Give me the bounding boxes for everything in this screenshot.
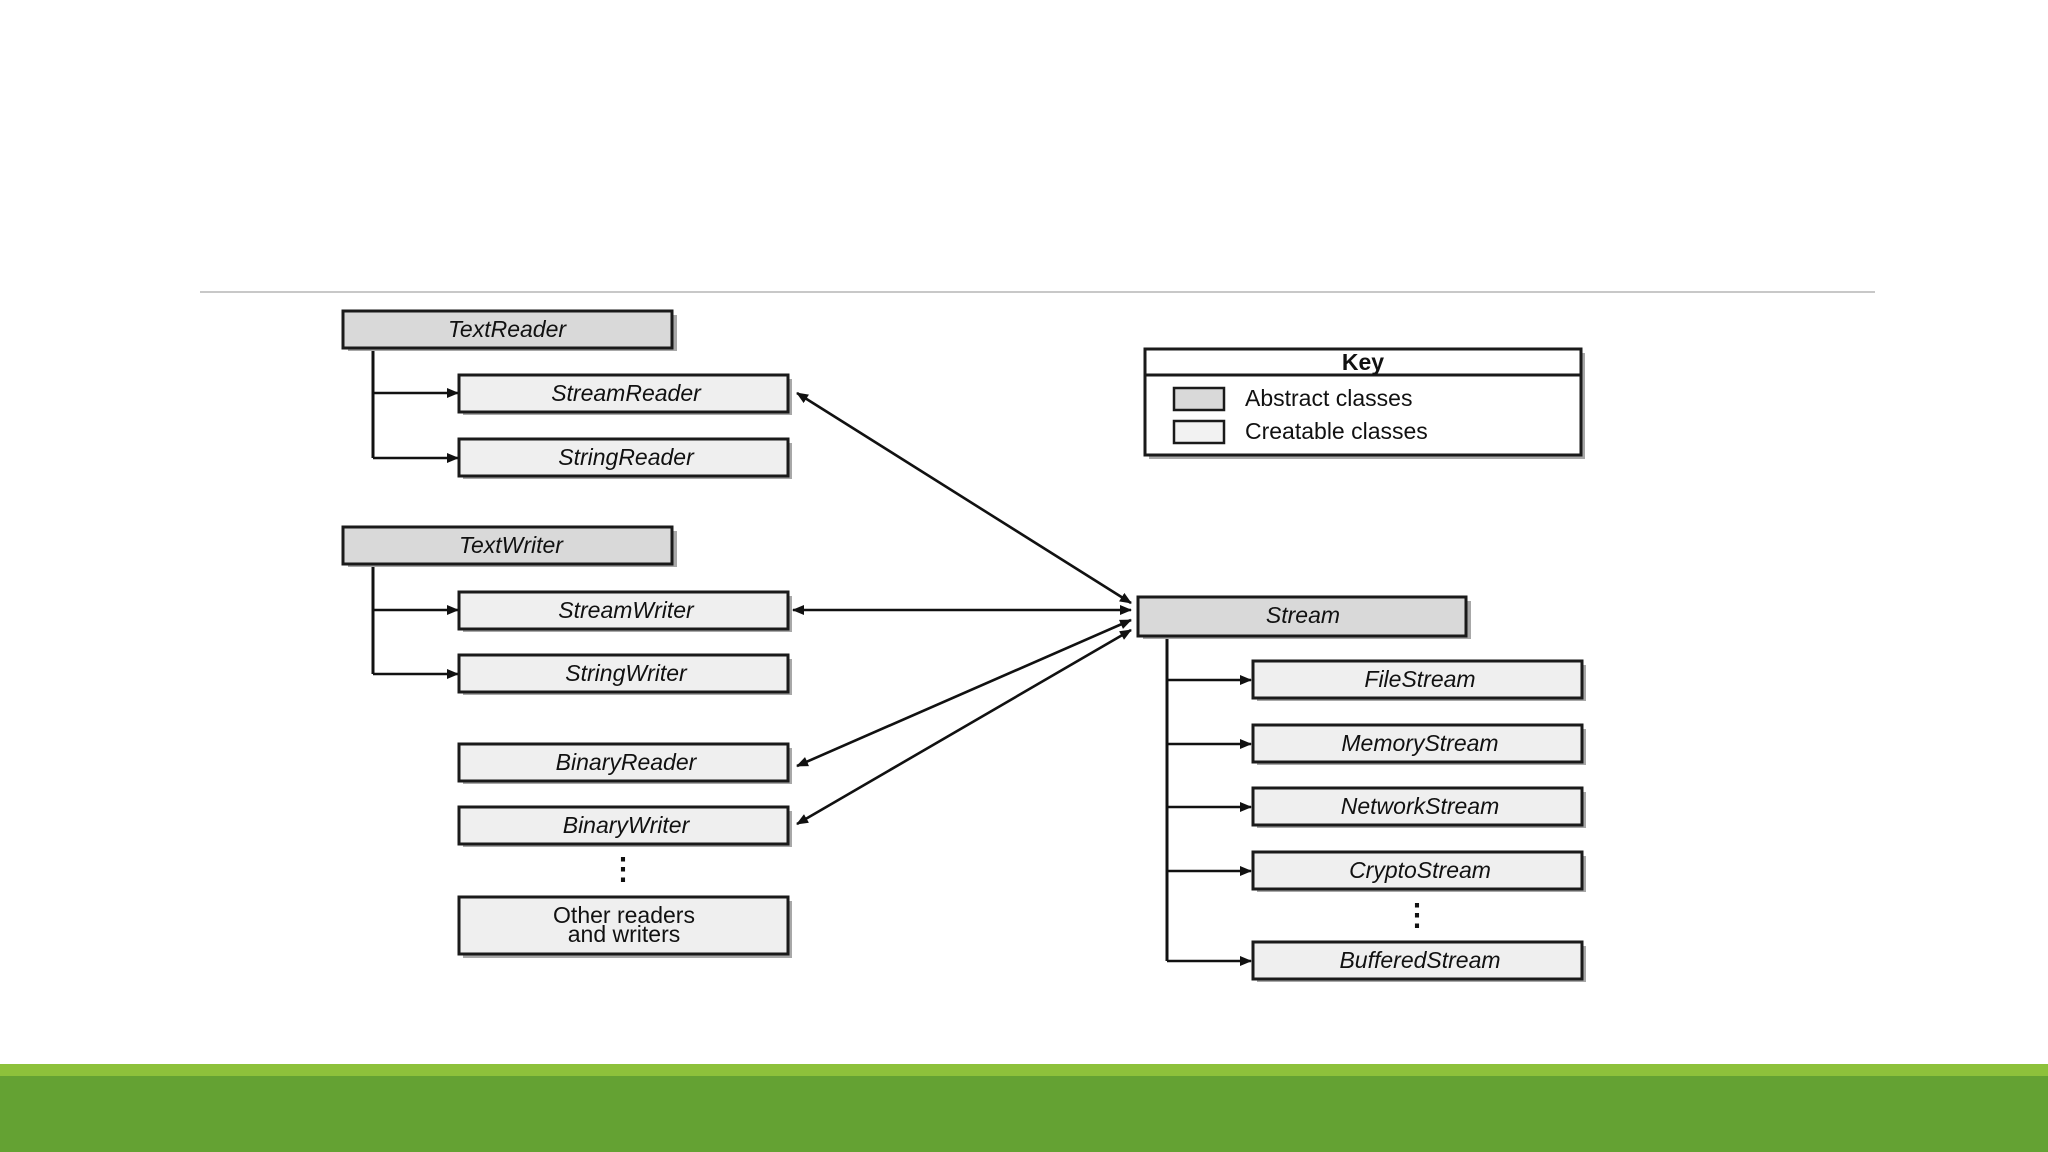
class-box-streamwriter: StreamWriter xyxy=(457,590,792,632)
class-name: NetworkStream xyxy=(1341,793,1499,819)
class-name: MemoryStream xyxy=(1341,730,1498,756)
legend-key: Key Abstract classes Creatable classes xyxy=(1143,347,1585,459)
class-box-textwriter: TextWriter xyxy=(341,525,677,567)
title-divider xyxy=(200,291,1875,293)
arrow-binarywriter-stream xyxy=(796,628,1132,826)
class-box-cryptostream: CryptoStream xyxy=(1251,850,1586,892)
class-box-memorystream: MemoryStream xyxy=(1251,723,1586,765)
class-box-stringwriter: StringWriter xyxy=(457,653,792,695)
arrow-streamreader-stream xyxy=(796,391,1132,605)
class-name: StreamWriter xyxy=(558,597,695,623)
other-label-line2: and writers xyxy=(568,921,680,947)
stream-association-arrows xyxy=(792,391,1132,826)
other-label-line1: Other readers xyxy=(553,902,695,928)
class-name: CryptoStream xyxy=(1349,857,1491,883)
class-name: TextReader xyxy=(448,316,567,342)
class-name: BufferedStream xyxy=(1339,947,1500,973)
class-name: BinaryReader xyxy=(556,749,698,775)
class-name: BinaryWriter xyxy=(563,812,691,838)
textwriter-tree-connectors xyxy=(371,566,459,679)
readers-ellipsis: ⋮ xyxy=(608,853,638,886)
legend-label-abstract: Abstract classes xyxy=(1245,385,1412,411)
legend-swatch-creatable xyxy=(1172,419,1226,445)
legend-label-creatable: Creatable classes xyxy=(1245,418,1428,444)
class-box-textreader: TextReader xyxy=(341,309,677,351)
class-name: Stream xyxy=(1266,602,1340,628)
textreader-tree-connectors xyxy=(371,350,459,463)
class-box-stringreader: StringReader xyxy=(457,437,792,479)
class-box-binaryreader: BinaryReader xyxy=(457,742,792,784)
class-box-other-readers-writers: Other readers and writers xyxy=(457,895,792,958)
class-name: StringWriter xyxy=(565,660,688,686)
class-box-bufferedstream: BufferedStream xyxy=(1251,940,1586,982)
class-name: TextWriter xyxy=(459,532,564,558)
class-box-filestream: FileStream xyxy=(1251,659,1586,701)
class-box-networkstream: NetworkStream xyxy=(1251,786,1586,828)
streams-ellipsis: ⋮ xyxy=(1402,899,1432,932)
footer-accent-strip xyxy=(0,1064,2048,1076)
class-name: FileStream xyxy=(1364,666,1475,692)
class-name: StreamReader xyxy=(551,380,702,406)
footer-bar xyxy=(0,1076,2048,1152)
legend-swatch-abstract xyxy=(1172,386,1226,412)
arrow-binaryreader-stream xyxy=(796,618,1132,768)
legend-title: Key xyxy=(1342,349,1384,375)
class-box-streamreader: StreamReader xyxy=(457,373,792,415)
class-box-binarywriter: BinaryWriter xyxy=(457,805,792,847)
class-box-stream: Stream xyxy=(1136,595,1471,639)
stream-tree-connectors xyxy=(1165,637,1252,966)
class-name: StringReader xyxy=(558,444,695,470)
